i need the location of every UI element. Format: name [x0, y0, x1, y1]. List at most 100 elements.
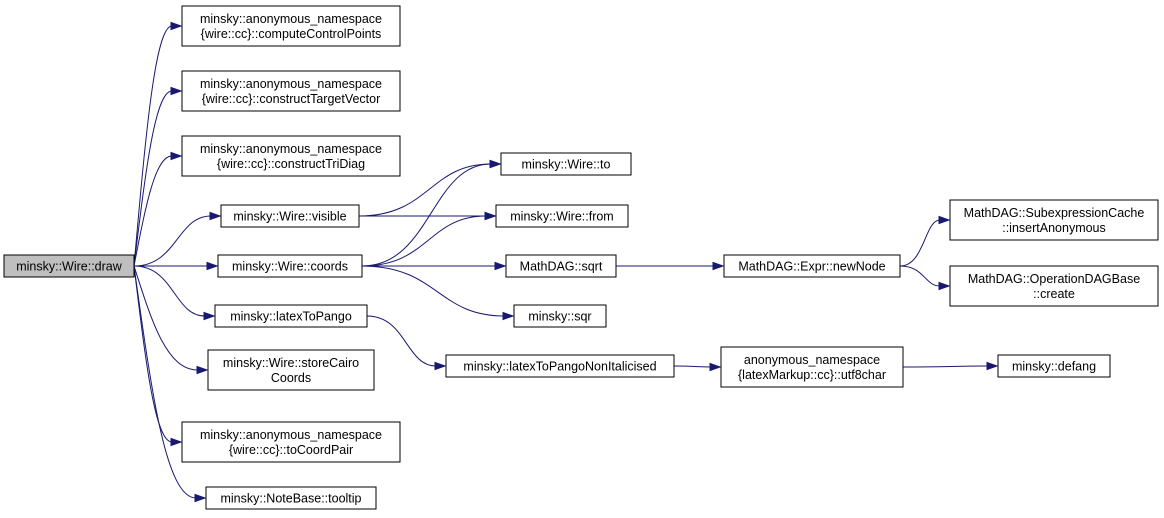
edge-draw-to-visible	[133, 211, 222, 267]
node-box	[3, 254, 135, 278]
node-label: minsky::NoteBase::tooltip	[220, 492, 361, 506]
node-label: minsky::defang	[1012, 360, 1096, 374]
edge-latexToPango-to-latexNonItal	[366, 315, 447, 371]
edge-newNode-to-create	[899, 265, 951, 291]
node-latexToPango[interactable]: minsky::latexToPango	[214, 304, 368, 328]
node-to[interactable]: minsky::Wire::to	[500, 152, 632, 176]
node-utf8char[interactable]: anonymous_namespace{latexMarkup::cc}::ut…	[720, 346, 904, 388]
edge-sqrt-to-newNode	[616, 261, 725, 271]
arrowhead-icon	[194, 493, 207, 503]
node-defang[interactable]: minsky::defang	[997, 354, 1111, 378]
edge-draw-to-storeCairoCoords	[133, 265, 209, 375]
node-coords[interactable]: minsky::Wire::coords	[217, 254, 363, 278]
arrowhead-icon	[170, 151, 183, 161]
node-box	[720, 346, 904, 388]
node-label: {wire::cc}::constructTriDiag	[217, 157, 365, 171]
node-constructTargetVector[interactable]: minsky::anonymous_namespace{wire::cc}::c…	[181, 70, 401, 112]
edge-line	[361, 265, 505, 317]
edge-coords-to-sqrt	[362, 261, 507, 271]
node-label: minsky::Wire::to	[522, 158, 611, 172]
arrowhead-icon	[209, 211, 222, 221]
node-label: {wire::cc}::computeControlPoints	[201, 27, 382, 41]
node-sqrt[interactable]: MathDAG::sqrt	[505, 254, 617, 278]
edge-draw-to-latexToPango	[133, 265, 216, 321]
arrowhead-icon	[986, 361, 999, 371]
node-label: {wire::cc}::constructTargetVector	[202, 92, 381, 106]
node-label: {latexMarkup::cc}::utf8char	[738, 368, 886, 382]
node-label: minsky::Wire::storeCairo	[223, 356, 359, 370]
edge-draw-to-tooltip	[133, 265, 207, 503]
node-box	[214, 304, 368, 328]
node-box	[997, 354, 1111, 378]
node-label: MathDAG::SubexpressionCache	[964, 206, 1145, 220]
edge-line	[133, 265, 197, 499]
node-box	[723, 254, 901, 278]
edge-line	[133, 265, 173, 443]
node-box	[949, 265, 1159, 307]
edge-line	[366, 315, 437, 367]
edge-line	[902, 365, 989, 368]
arrowhead-icon	[170, 21, 183, 31]
node-latexNonItal[interactable]: minsky::latexToPangoNonItalicised	[445, 354, 675, 378]
node-tooltip[interactable]: minsky::NoteBase::tooltip	[205, 486, 377, 510]
edge-line	[358, 163, 492, 217]
node-box	[207, 349, 375, 391]
arrowhead-icon	[709, 362, 722, 372]
arrowhead-icon	[434, 361, 447, 371]
node-newNode[interactable]: MathDAG::Expr::newNode	[723, 254, 901, 278]
edge-coords-to-to	[361, 159, 502, 267]
edge-draw-to-coords	[134, 261, 219, 271]
node-draw[interactable]: minsky::Wire::draw	[3, 254, 135, 278]
node-label: minsky::anonymous_namespace	[200, 142, 382, 156]
node-insertAnonymous[interactable]: MathDAG::SubexpressionCache::insertAnony…	[949, 199, 1159, 241]
edge-line	[673, 365, 712, 368]
node-box	[513, 304, 607, 328]
edge-line	[899, 219, 941, 267]
node-label: anonymous_namespace	[744, 353, 880, 367]
edge-coords-to-from	[361, 211, 497, 267]
node-box	[217, 254, 363, 278]
node-label: {wire::cc}::toCoordPair	[229, 443, 353, 457]
node-create[interactable]: MathDAG::OperationDAGBase::create	[949, 265, 1159, 307]
node-box	[220, 204, 360, 228]
node-box	[500, 152, 632, 176]
node-label: MathDAG::sqrt	[520, 260, 603, 274]
arrowhead-icon	[170, 86, 183, 96]
node-label: minsky::latexToPango	[230, 310, 352, 324]
node-box	[445, 354, 675, 378]
arrowhead-icon	[502, 311, 515, 321]
edge-draw-to-constructTriDiag	[133, 151, 183, 267]
node-label: Coords	[271, 371, 311, 385]
edge-line	[133, 25, 173, 267]
arrowhead-icon	[938, 281, 951, 291]
node-label: minsky::Wire::visible	[233, 210, 346, 224]
node-label: ::insertAnonymous	[1002, 221, 1106, 235]
edges-layer	[133, 21, 999, 503]
node-constructTriDiag[interactable]: minsky::anonymous_namespace{wire::cc}::c…	[181, 135, 401, 177]
node-label: minsky::sqr	[528, 310, 591, 324]
arrowhead-icon	[712, 261, 725, 271]
node-sqr[interactable]: minsky::sqr	[513, 304, 607, 328]
node-label: MathDAG::OperationDAGBase	[968, 272, 1140, 286]
arrowhead-icon	[484, 211, 497, 221]
edge-draw-to-computeControlPoints	[133, 21, 183, 267]
node-toCoordPair[interactable]: minsky::anonymous_namespace{wire::cc}::t…	[181, 421, 401, 463]
node-box	[181, 70, 401, 112]
node-label: minsky::Wire::from	[510, 210, 613, 224]
arrowhead-icon	[196, 365, 209, 375]
edge-newNode-to-insertAnonymous	[899, 215, 951, 267]
node-box	[181, 135, 401, 177]
arrowhead-icon	[203, 311, 216, 321]
edge-draw-to-toCoordPair	[133, 265, 183, 447]
node-from[interactable]: minsky::Wire::from	[495, 204, 629, 228]
edge-line	[899, 265, 941, 287]
arrowhead-icon	[494, 261, 507, 271]
edge-utf8char-to-defang	[902, 361, 999, 371]
node-computeControlPoints[interactable]: minsky::anonymous_namespace{wire::cc}::c…	[181, 5, 401, 47]
node-label: minsky::anonymous_namespace	[200, 12, 382, 26]
node-label: minsky::Wire::draw	[16, 260, 123, 274]
node-visible[interactable]: minsky::Wire::visible	[220, 204, 360, 228]
node-label: minsky::Wire::coords	[232, 260, 348, 274]
